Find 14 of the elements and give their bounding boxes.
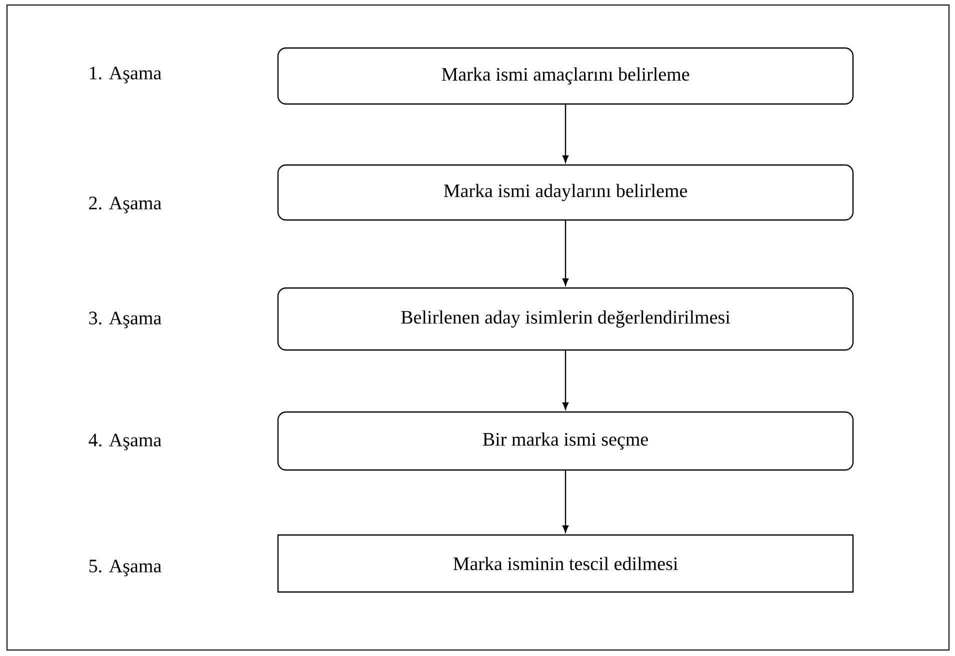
process-box: Bir marka ismi seçme — [277, 411, 854, 471]
arrow — [562, 350, 569, 410]
process-box: Marka ismi adaylarını belirleme — [277, 164, 854, 221]
stage-label: 2. Aşama — [89, 196, 162, 214]
stage-label: 3. Aşama — [89, 312, 162, 328]
process-box: Marka ismi amaçlarını belirleme — [277, 47, 854, 105]
stage-label: 1. Aşama — [90, 66, 162, 84]
arrow — [562, 104, 569, 163]
process-box: Belirlenen aday isimlerin değerlendirilmesi — [277, 287, 854, 351]
arrow — [562, 470, 569, 533]
stage-label: 5. Aşama — [89, 560, 162, 576]
arrow — [562, 220, 569, 286]
stage-label: 4. Aşama — [88, 434, 162, 450]
process-box: Marka isminin tescil edilmesi — [277, 534, 854, 593]
